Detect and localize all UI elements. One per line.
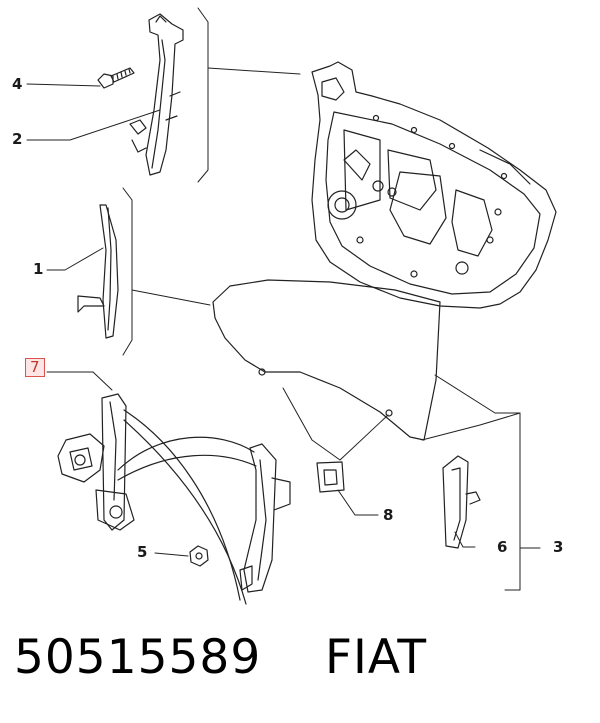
bolt-part-4	[97, 67, 135, 89]
front-channel-part-1	[77, 204, 119, 339]
callout-6: 6	[497, 538, 508, 556]
callout-4: 4	[12, 75, 23, 93]
callout-7-highlighted: 7	[25, 358, 45, 377]
callout-1: 1	[33, 260, 44, 278]
group-brackets	[122, 7, 541, 591]
callout-3: 3	[553, 538, 564, 556]
callout-5: 5	[137, 543, 148, 561]
part-caption: 50515589 FIAT	[14, 630, 427, 685]
callout-2: 2	[12, 130, 23, 148]
guide-part-6	[442, 455, 481, 549]
leader-lines	[26, 83, 476, 557]
door-inner-panel	[311, 61, 557, 309]
brand-name: FIAT	[325, 630, 428, 685]
callout-8: 8	[383, 506, 394, 524]
door-glass	[212, 279, 441, 461]
run-channel-part-2	[129, 13, 184, 176]
nut-part-5	[189, 545, 209, 567]
part-number: 50515589	[14, 630, 262, 685]
window-regulator-part-7	[57, 393, 291, 605]
pad-part-8	[316, 461, 345, 493]
